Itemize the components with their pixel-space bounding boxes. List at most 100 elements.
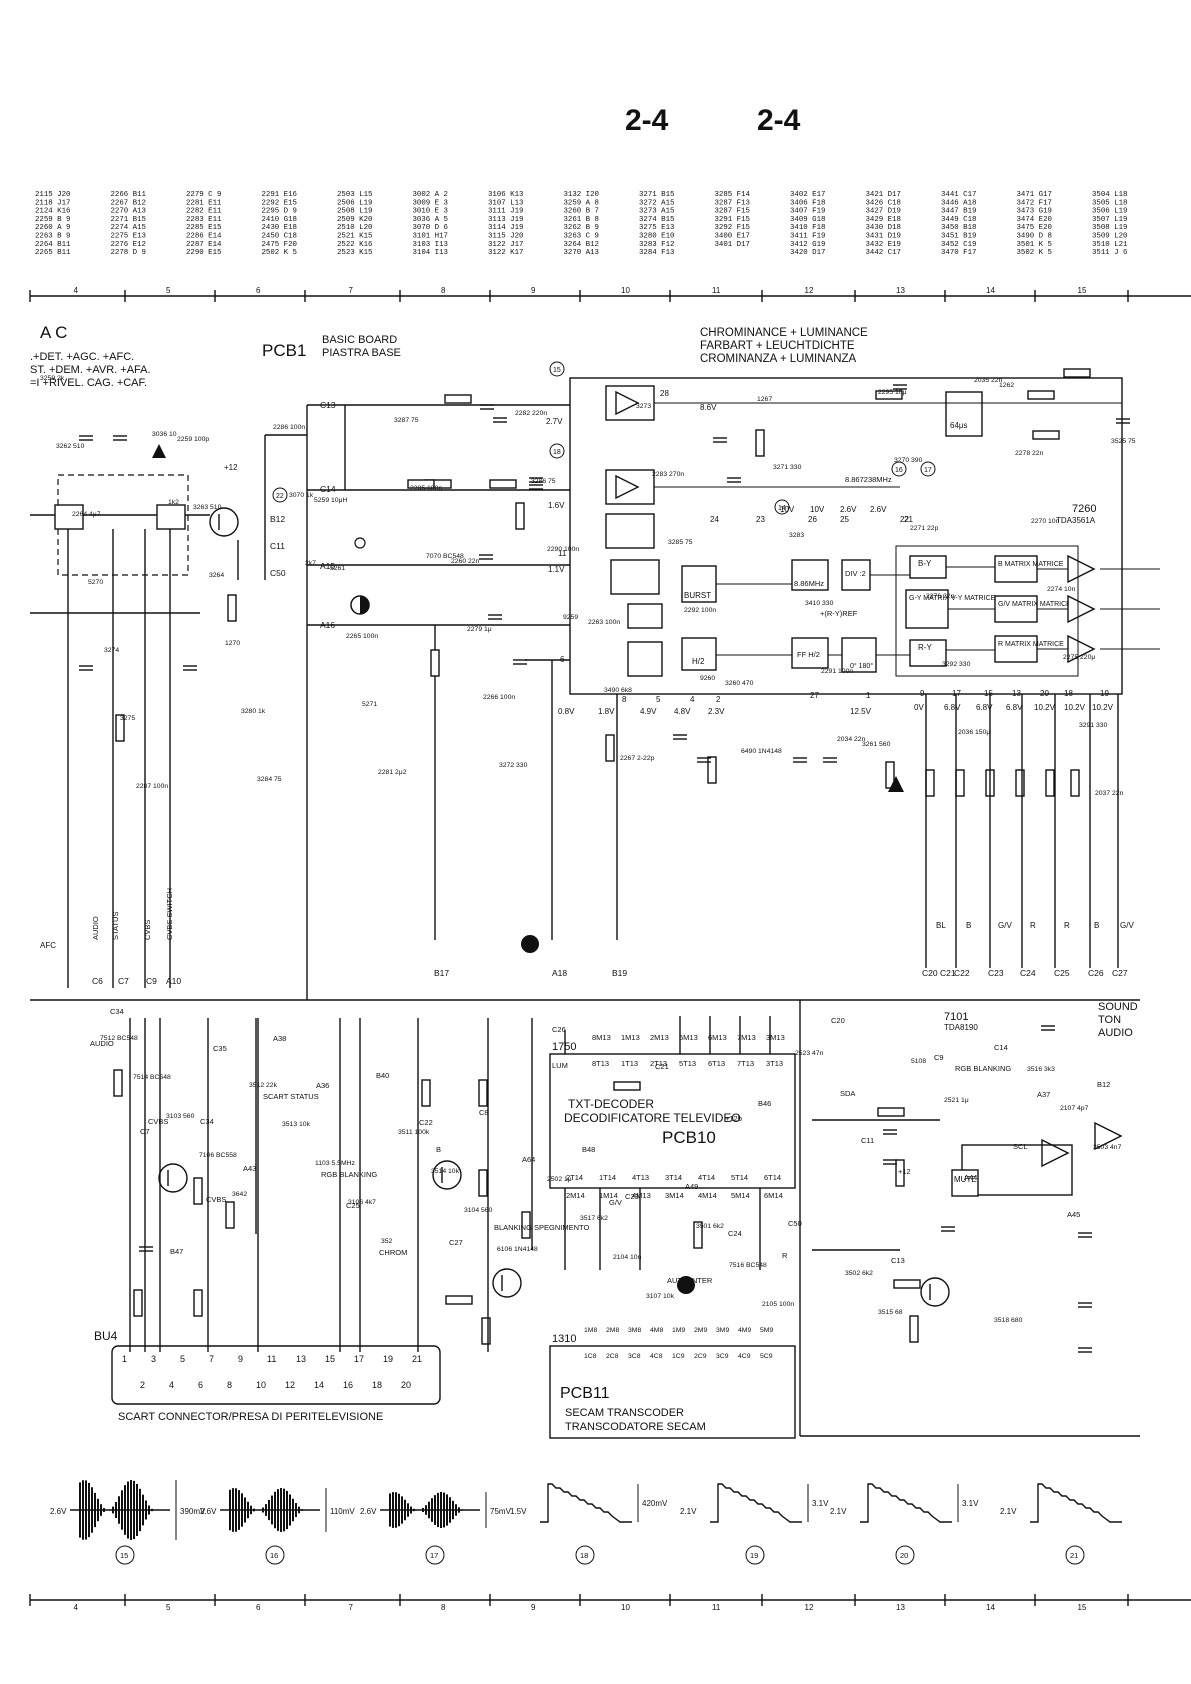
component-designator: 2263 100n xyxy=(588,619,620,626)
ic-pin-number: 1 xyxy=(866,691,871,700)
left-vertical-label: CVBS xyxy=(143,920,152,940)
test-point-label: 16 xyxy=(895,467,903,474)
component-designator: 3270 390 xyxy=(894,457,923,464)
h2-label: H/2 xyxy=(692,657,705,666)
bus-label: C8 xyxy=(479,1108,489,1117)
component-designator: 3501 6k2 xyxy=(696,1223,724,1230)
resistor xyxy=(613,1081,641,1091)
xref-entry: 2430 E18 xyxy=(262,224,297,232)
xref-entry: 2115 J20 xyxy=(35,191,70,199)
xref-entry: 3002 A 2 xyxy=(413,191,448,199)
resistor xyxy=(895,1159,905,1187)
ic1310-pin: 1M9 xyxy=(672,1327,685,1334)
signal-label: C14 xyxy=(320,484,336,494)
xref-entry: 3106 K13 xyxy=(488,191,523,199)
xref-entry: 2278 D 9 xyxy=(111,249,146,257)
component-designator: 3410 330 xyxy=(805,600,834,607)
bus-label: A38 xyxy=(273,1034,286,1043)
xref-entry: 2506 L19 xyxy=(337,199,372,207)
component-designator: 3525 75 xyxy=(1111,438,1136,445)
sound-title-1: SOUND xyxy=(1098,1001,1138,1013)
ic1750-pin: 4M14 xyxy=(698,1191,717,1200)
xref-entry: 2282 E11 xyxy=(186,208,222,216)
xref-entry: 2285 E15 xyxy=(186,224,221,232)
ic-pin-number: 18 xyxy=(1064,689,1073,698)
grid-number: 15 xyxy=(1078,286,1087,295)
ry-label: R-Y xyxy=(918,643,932,652)
scart-pin: 5 xyxy=(180,1354,185,1364)
signal-label: CVBS xyxy=(206,1195,226,1204)
component-designator: 3512 22k xyxy=(249,1082,278,1089)
ic7101-number: 7101 xyxy=(944,1011,968,1023)
signal-label: C9 xyxy=(146,976,157,986)
signal-label: C50 xyxy=(270,568,286,578)
xref-entry: 3122 J17 xyxy=(488,241,523,249)
xref-entry: 2522 K16 xyxy=(337,241,372,249)
signal-label: RGB BLANKING xyxy=(955,1064,1011,1073)
xref-entry: 2264 B11 xyxy=(35,241,71,249)
b-matrix-label: B MATRIX MATRICE xyxy=(998,561,1064,568)
xref-entry: 3263 C 9 xyxy=(564,233,599,241)
voltage-label: 6.8V xyxy=(976,703,993,712)
component-designator: 5108 xyxy=(911,1058,926,1065)
component-designator: 1262 xyxy=(999,382,1014,389)
voltage-label: 0V xyxy=(914,703,924,712)
component-designator: 2290 100n xyxy=(547,546,579,553)
scart-pin: 1 xyxy=(122,1354,127,1364)
component-designator: 2503 4n7 xyxy=(1093,1144,1122,1151)
bus-label: C27 xyxy=(449,1238,463,1247)
bus-label: C50 xyxy=(788,1219,802,1228)
h2-block xyxy=(681,637,717,671)
ic1310-pin: 3C9 xyxy=(716,1353,729,1360)
component-designator: 5259 10μH xyxy=(314,497,347,504)
signal-label: B19 xyxy=(612,968,627,978)
txt-decoder-title: TXT-DECODER xyxy=(568,1097,654,1111)
pcb1-desc-2: PIASTRA BASE xyxy=(322,347,401,359)
signal-label: B xyxy=(436,1145,441,1154)
grid-number: 10 xyxy=(621,1603,630,1612)
xref-entry: 3502 K 5 xyxy=(1017,249,1052,257)
grid-number: 14 xyxy=(986,286,995,295)
signal-label: A15 xyxy=(320,561,335,571)
signal-label: CVBS xyxy=(148,1117,168,1126)
component-designator: 2276 22n xyxy=(926,593,955,600)
xref-entry: 2286 E14 xyxy=(186,233,222,241)
xref-entry: 2274 A15 xyxy=(111,224,146,232)
amplifier-icon xyxy=(1067,554,1096,584)
scart-pin: 7 xyxy=(209,1354,214,1364)
resistor xyxy=(693,1221,703,1249)
component-designator: 3291 330 xyxy=(1079,722,1108,729)
ic1750-pin: 5T13 xyxy=(679,1059,696,1068)
bus-label: B48 xyxy=(582,1145,595,1154)
resistor xyxy=(113,1069,123,1097)
ic1750-pin: 6M14 xyxy=(764,1191,783,1200)
flipflop-label: FF H/2 xyxy=(797,650,820,659)
xref-entry: 2410 G18 xyxy=(262,216,297,224)
xref-entry: 3501 K 5 xyxy=(1017,241,1052,249)
flipflop-block xyxy=(791,637,829,669)
resistor xyxy=(115,714,125,742)
test-point xyxy=(891,461,907,477)
xref-entry: 2450 C18 xyxy=(262,233,297,241)
xref-entry: 3272 A15 xyxy=(639,199,674,207)
component-designator: 3272 330 xyxy=(499,762,528,769)
ic1750-pin: 1T13 xyxy=(621,1059,638,1068)
left-block-line-3: =I +RIVEL. CAG. +CAF. xyxy=(30,377,147,389)
waveform-amplitude-label: 110mV xyxy=(330,1507,355,1516)
bus-label: C14 xyxy=(994,1043,1008,1052)
component-designator: 7070 BC548 xyxy=(426,553,464,560)
delay-label: 64μs xyxy=(950,421,968,430)
xref-entry: 3283 F12 xyxy=(639,241,674,249)
waveform-amplitude-label: 390mV xyxy=(180,1507,206,1516)
page-number-right: 2-4 xyxy=(757,104,801,137)
xref-entry: 3421 D17 xyxy=(866,191,901,199)
waveform-trace xyxy=(860,1483,952,1523)
phase-switch-block xyxy=(841,637,877,673)
waveform-level: 2.1V xyxy=(830,1507,847,1516)
xref-entry: 2291 E16 xyxy=(262,191,297,199)
scart-pin: 14 xyxy=(314,1380,324,1390)
bus-label: B47 xyxy=(170,1247,183,1256)
component-designator: 5261 xyxy=(330,565,345,572)
ic1310-pin: 1C8 xyxy=(584,1353,597,1360)
resistor xyxy=(893,1279,921,1289)
